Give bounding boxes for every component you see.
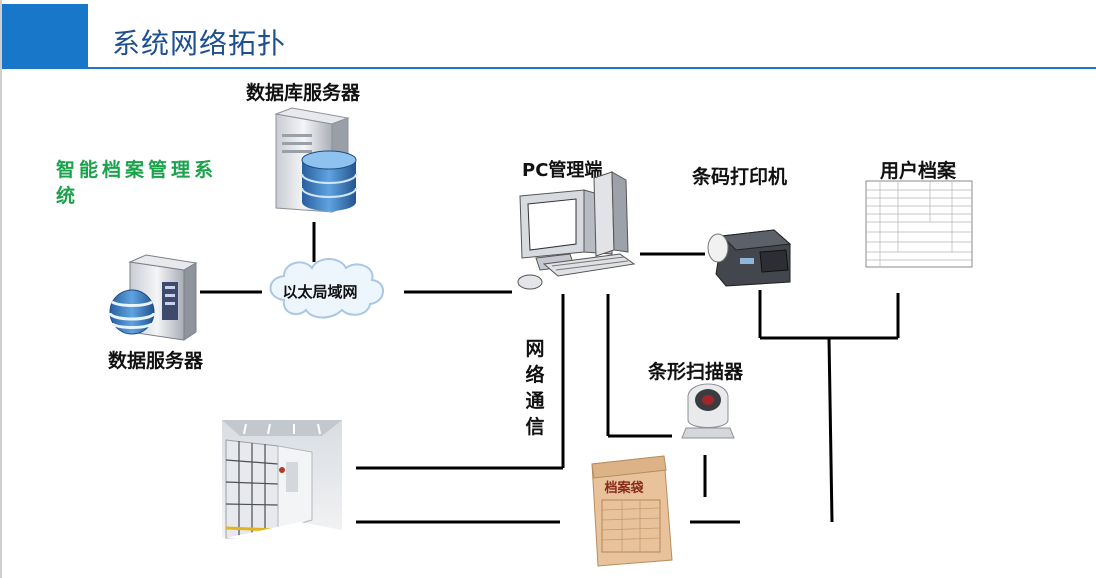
archive-bag-label: 档案袋 bbox=[604, 480, 644, 496]
lan-label: 以太局域网 bbox=[282, 283, 357, 301]
db-server-label: 数据库服务器 bbox=[246, 82, 361, 104]
database-server-icon bbox=[274, 107, 357, 213]
header-underline bbox=[2, 67, 1096, 69]
lan-cloud-icon: 以太局域网 bbox=[269, 258, 384, 319]
network-comm-label: 网络通信 bbox=[525, 338, 545, 438]
connection-lines bbox=[200, 222, 900, 524]
system-name: 智能档案管理系统 bbox=[56, 159, 218, 207]
pc-icon bbox=[517, 171, 636, 290]
barcode-printer-icon bbox=[705, 220, 793, 287]
data-server-label: 数据服务器 bbox=[108, 350, 204, 372]
left-edge bbox=[0, 0, 2, 578]
data-server-icon bbox=[108, 254, 198, 341]
page-title: 系统网络拓扑 bbox=[112, 27, 287, 60]
archive-bag-icon: 档案袋 bbox=[591, 455, 673, 567]
scanner-label: 条形扫描器 bbox=[648, 361, 744, 383]
user-archive-label: 用户档案 bbox=[880, 160, 957, 182]
archive-room-photo bbox=[222, 420, 342, 539]
header-accent-block bbox=[2, 4, 88, 68]
user-archive-document-icon bbox=[865, 180, 973, 268]
barcode-scanner-icon bbox=[681, 383, 735, 439]
pc-label: PC管理端 bbox=[522, 160, 603, 181]
barcode-printer-label: 条码打印机 bbox=[692, 166, 788, 188]
